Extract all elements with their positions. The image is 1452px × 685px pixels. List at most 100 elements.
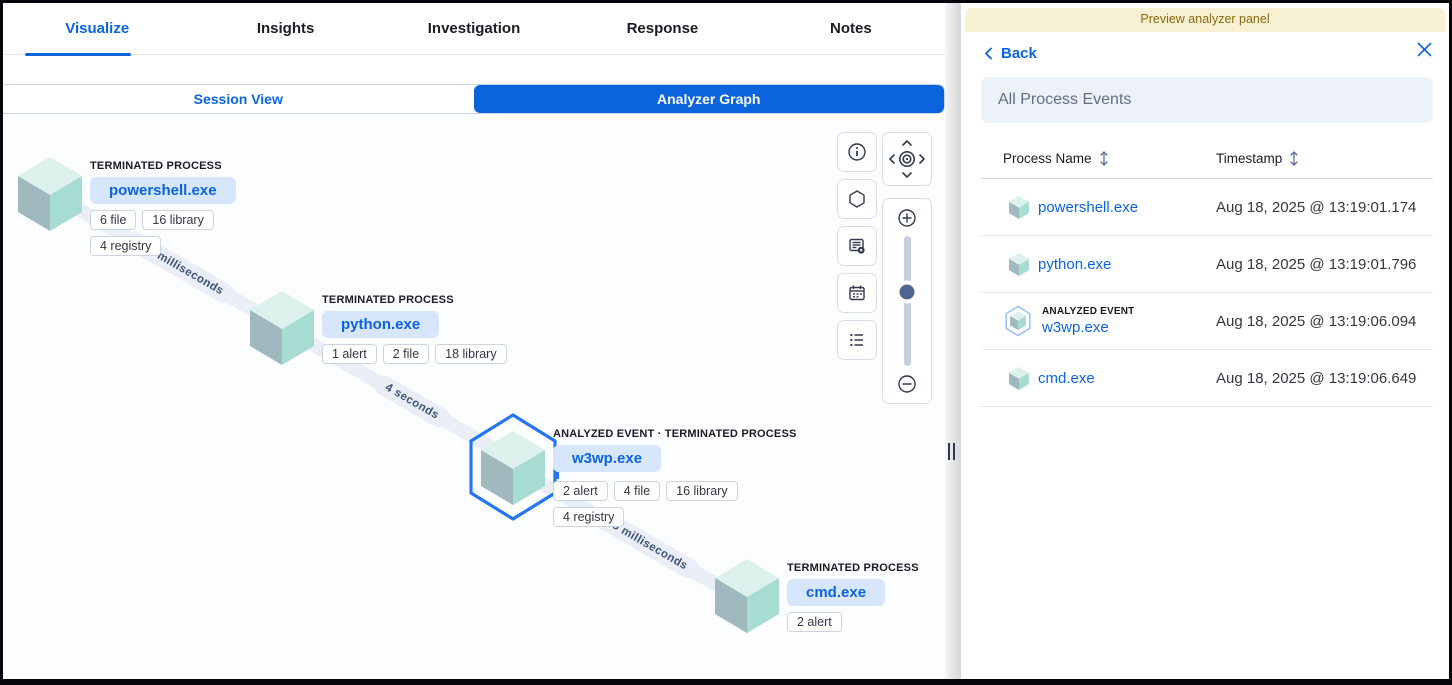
process-name-link[interactable]: cmd.exe	[1038, 369, 1095, 387]
analyzed-event-cube-icon	[1005, 305, 1031, 337]
zoom-slider[interactable]	[899, 236, 915, 366]
table-row[interactable]: powershell.exe Aug 18, 2025 @ 13:19:01.1…	[981, 179, 1433, 236]
column-header-timestamp[interactable]: Timestamp	[1216, 151, 1300, 166]
timestamp-cell: Aug 18, 2025 @ 13:19:01.174	[1216, 198, 1417, 216]
column-header-process-name[interactable]: Process Name	[1003, 151, 1216, 166]
node-info: TERMINATED PROCESS python.exe 1 alert 2 …	[322, 294, 507, 364]
node-info: TERMINATED PROCESS powershell.exe 6 file…	[90, 160, 262, 256]
process-node-python[interactable]: TERMINATED PROCESS python.exe 1 alert 2 …	[250, 291, 510, 391]
legend-list-icon	[850, 334, 863, 346]
process-events-table: Process Name Timestamp	[981, 140, 1433, 407]
tab-investigation[interactable]: Investigation	[380, 3, 568, 54]
badge-registry[interactable]: 4 registry	[553, 507, 625, 527]
tab-label: Notes	[829, 20, 872, 37]
process-name-link[interactable]: w3wp.exe	[1042, 318, 1109, 336]
zoom-in-icon[interactable]	[897, 208, 917, 228]
process-cube-icon	[1009, 252, 1029, 276]
timestamp-cell: Aug 18, 2025 @ 13:19:06.649	[1216, 369, 1417, 387]
badge-file[interactable]: 6 file	[90, 210, 137, 230]
node-name-pill[interactable]: w3wp.exe	[553, 445, 662, 472]
process-cube-icon	[1009, 195, 1029, 219]
timestamp-cell: Aug 18, 2025 @ 13:19:06.094	[1216, 312, 1417, 330]
process-name-link[interactable]: powershell.exe	[1038, 198, 1139, 216]
pan-control[interactable]	[882, 132, 932, 186]
analyzer-graph-button[interactable]: Analyzer Graph	[473, 85, 944, 113]
badge-alert[interactable]: 1 alert	[322, 344, 377, 364]
tab-insights[interactable]: Insights	[191, 3, 379, 54]
node-shape-button[interactable]	[837, 179, 877, 219]
badge-library[interactable]: 18 library	[435, 344, 507, 364]
tab-response[interactable]: Response	[568, 3, 756, 54]
column-label: Timestamp	[1216, 151, 1283, 166]
info-button[interactable]	[837, 132, 877, 172]
badge-alert[interactable]: 2 alert	[553, 481, 608, 501]
process-name-cell: powershell.exe	[1009, 195, 1216, 219]
badge-file[interactable]: 4 file	[613, 481, 661, 501]
graph-toolbar	[837, 132, 932, 404]
analyzer-app: Visualize Insights Investigation Respons…	[3, 3, 1449, 679]
tab-label: Response	[626, 20, 699, 37]
node-kind-label: ANALYZED EVENT · TERMINATED PROCESS	[553, 428, 797, 440]
node-kind-label: TERMINATED PROCESS	[322, 294, 454, 306]
node-badges: 2 alert	[787, 612, 919, 632]
process-cube-icon[interactable]	[481, 431, 545, 505]
schema-settings-button[interactable]	[837, 226, 877, 266]
analyzed-event-tag: ANALYZED EVENT	[1042, 305, 1135, 317]
close-button[interactable]	[1417, 42, 1432, 57]
timestamp-cell: Aug 18, 2025 @ 13:19:01.796	[1216, 255, 1417, 273]
chevron-left-icon	[985, 47, 992, 60]
pan-icon	[889, 140, 925, 178]
badge-file[interactable]: 2 file	[382, 344, 430, 364]
process-node-w3wp[interactable]: ANALYZED EVENT · TERMINATED PROCESS w3wp…	[467, 411, 807, 541]
badge-library[interactable]: 16 library	[666, 481, 738, 501]
node-name-pill[interactable]: cmd.exe	[787, 579, 886, 606]
process-node-cmd[interactable]: TERMINATED PROCESS cmd.exe 2 alert	[715, 559, 945, 659]
node-name-pill[interactable]: powershell.exe	[90, 177, 236, 204]
graph-tool-buttons	[837, 132, 877, 404]
back-label: Back	[1001, 45, 1037, 62]
node-badges: 1 alert 2 file 18 library	[322, 344, 507, 364]
process-name-cell: python.exe	[1009, 252, 1216, 276]
process-cube-icon[interactable]	[715, 559, 779, 633]
process-name-cell: cmd.exe	[1009, 366, 1216, 390]
analyzer-graph-canvas[interactable]: 622 milliseconds 4 seconds 555 milliseco…	[3, 114, 945, 679]
hexagon-icon	[849, 190, 865, 208]
table-row[interactable]: python.exe Aug 18, 2025 @ 13:19:01.796	[981, 236, 1433, 293]
schema-settings-icon	[849, 238, 865, 254]
badge-registry[interactable]: 4 registry	[90, 236, 162, 256]
node-kind-label: TERMINATED PROCESS	[787, 562, 919, 574]
selection-caret	[556, 472, 559, 479]
date-picker-button[interactable]	[837, 273, 877, 313]
node-name-pill[interactable]: python.exe	[322, 311, 440, 338]
node-badges: 6 file 16 library 4 registry	[90, 210, 262, 256]
process-cube-icon[interactable]	[250, 291, 314, 365]
preview-analyzer-panel: Preview analyzer panel Back All Process …	[961, 3, 1449, 679]
calendar-icon	[849, 285, 865, 301]
legend-button[interactable]	[837, 320, 877, 360]
process-name-link[interactable]: python.exe	[1038, 255, 1112, 273]
process-node-powershell[interactable]: TERMINATED PROCESS powershell.exe 6 file…	[18, 157, 278, 267]
zoom-out-icon[interactable]	[897, 374, 917, 394]
sort-icon	[1099, 151, 1108, 166]
process-name-cell: ANALYZED EVENT w3wp.exe	[1003, 304, 1216, 338]
zoom-slider-thumb[interactable]	[899, 284, 915, 300]
badge-alert[interactable]: 2 alert	[787, 612, 842, 632]
tab-visualize[interactable]: Visualize	[3, 3, 191, 56]
badge-library[interactable]: 16 library	[142, 210, 214, 230]
table-row[interactable]: cmd.exe Aug 18, 2025 @ 13:19:06.649	[981, 350, 1433, 407]
info-icon	[848, 143, 866, 161]
back-button[interactable]: Back	[983, 45, 1429, 62]
node-info: TERMINATED PROCESS cmd.exe 2 alert	[787, 562, 919, 632]
close-icon	[1417, 42, 1432, 57]
view-toggle: Session View Analyzer Graph	[3, 84, 945, 114]
tab-notes[interactable]: Notes	[757, 3, 945, 54]
table-row-analyzed-event[interactable]: ANALYZED EVENT w3wp.exe Aug 18, 2025 @ 1…	[981, 293, 1433, 350]
session-view-button[interactable]: Session View	[3, 85, 474, 113]
column-label: Process Name	[1003, 151, 1092, 166]
panel-resize-divider[interactable]	[945, 3, 961, 679]
process-cube-icon[interactable]	[18, 157, 82, 231]
tab-label: Investigation	[427, 20, 521, 37]
resize-handle[interactable]	[948, 443, 955, 460]
node-badges: 2 alert 4 file 16 library 4 registry	[553, 481, 761, 527]
